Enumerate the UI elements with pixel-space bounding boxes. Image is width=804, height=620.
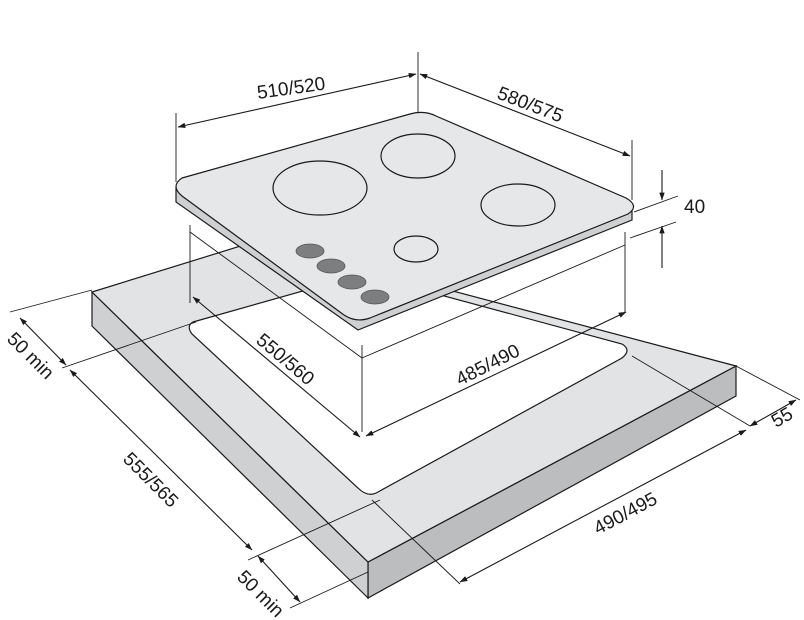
burner-rear-icon: [380, 133, 456, 179]
control-knob-icon: [360, 289, 390, 305]
dim-hob-height: 40: [629, 170, 705, 268]
hob-height-label: 40: [684, 197, 705, 218]
control-knob-icon: [337, 274, 367, 290]
worktop-width-label: 490/495: [590, 489, 661, 540]
hob-width-label: 510/520: [256, 74, 327, 104]
hob-depth-label: 580/575: [494, 83, 566, 127]
hob: [175, 111, 635, 331]
dim-side-clearance: 55: [735, 365, 801, 433]
rear-clearance-label: 50 min: [2, 329, 57, 384]
worktop-depth-label: 555/565: [118, 449, 181, 512]
control-knob-icon: [316, 258, 346, 274]
burner-right-icon: [480, 183, 556, 227]
front-clearance-label: 50 min: [232, 567, 287, 620]
burner-large-icon: [272, 160, 368, 216]
side-clearance-label: 55: [768, 404, 797, 433]
control-knob-icon: [295, 243, 325, 259]
burner-small-icon: [393, 235, 439, 263]
